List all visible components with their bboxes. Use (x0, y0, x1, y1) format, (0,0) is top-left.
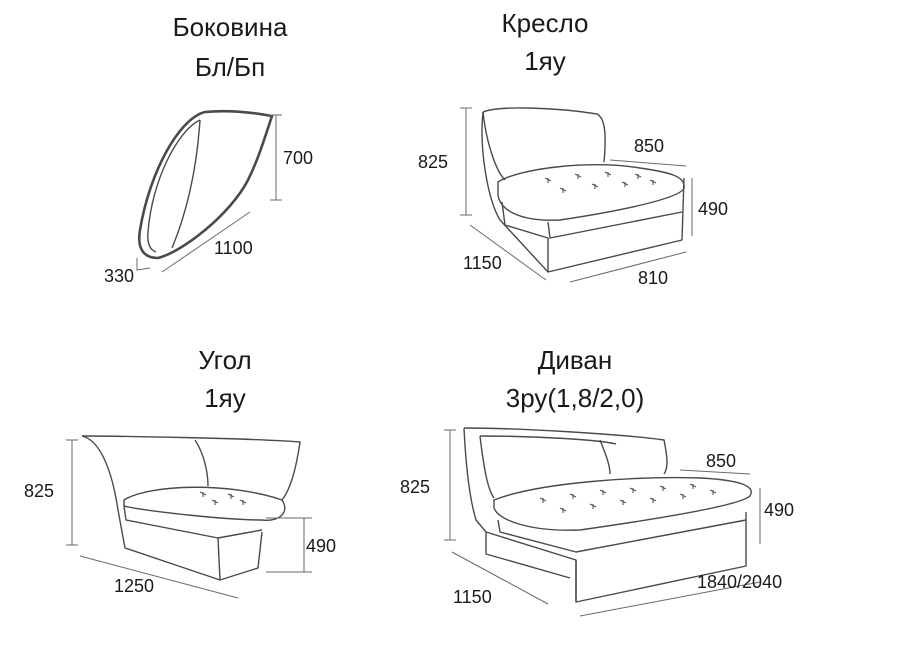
corner-title-line2: 1яу (204, 383, 246, 413)
corner-title-line1: Угол (198, 345, 252, 375)
corner-drawing (66, 435, 312, 599)
sofa-tufting (539, 483, 717, 513)
armchair-length-dim: 1150 (463, 253, 502, 273)
armchair-drawing (460, 107, 693, 283)
sofa-title-line1: Диван (537, 345, 613, 375)
armchair-depth-dim: 850 (634, 136, 665, 156)
corner-width-dim: 1250 (114, 576, 155, 596)
armrest-height-dim: 700 (283, 148, 314, 168)
armchair-title: Кресло 1яу (470, 6, 620, 78)
sofa-drawing (444, 427, 761, 617)
armrest-drawing (136, 109, 282, 273)
armrest-title-line2: Бл/Бп (194, 52, 266, 82)
armchair-width-dim: 810 (638, 268, 669, 288)
sofa-length-dim: 1150 (453, 587, 492, 607)
sofa-width-dim: 1840/2040 (697, 572, 783, 592)
armchair-seat-height-dim: 490 (698, 199, 729, 219)
sofa-height-dim: 825 (400, 477, 431, 497)
armrest-title-line1: Боковина (172, 12, 288, 42)
armrest-width-dim: 330 (104, 266, 135, 286)
armchair-tufting (544, 171, 657, 193)
armrest-length-dim: 1100 (214, 238, 253, 258)
corner-height-dim: 825 (24, 481, 55, 501)
armrest-title: Боковина Бл/Бп (150, 10, 310, 84)
sofa-title-line2: 3ру(1,8/2,0) (505, 383, 645, 413)
armchair-title-line1: Кресло (501, 8, 589, 38)
sofa-seat-height-dim: 490 (764, 500, 795, 520)
sofa-title: Диван 3ру(1,8/2,0) (480, 343, 670, 415)
armchair-title-line2: 1яу (524, 46, 566, 76)
corner-title: Угол 1яу (150, 343, 300, 415)
armchair-height-dim: 825 (418, 152, 449, 172)
sofa-depth-dim: 850 (706, 451, 737, 471)
corner-seat-height-dim: 490 (306, 536, 337, 556)
corner-tufting (199, 491, 247, 505)
